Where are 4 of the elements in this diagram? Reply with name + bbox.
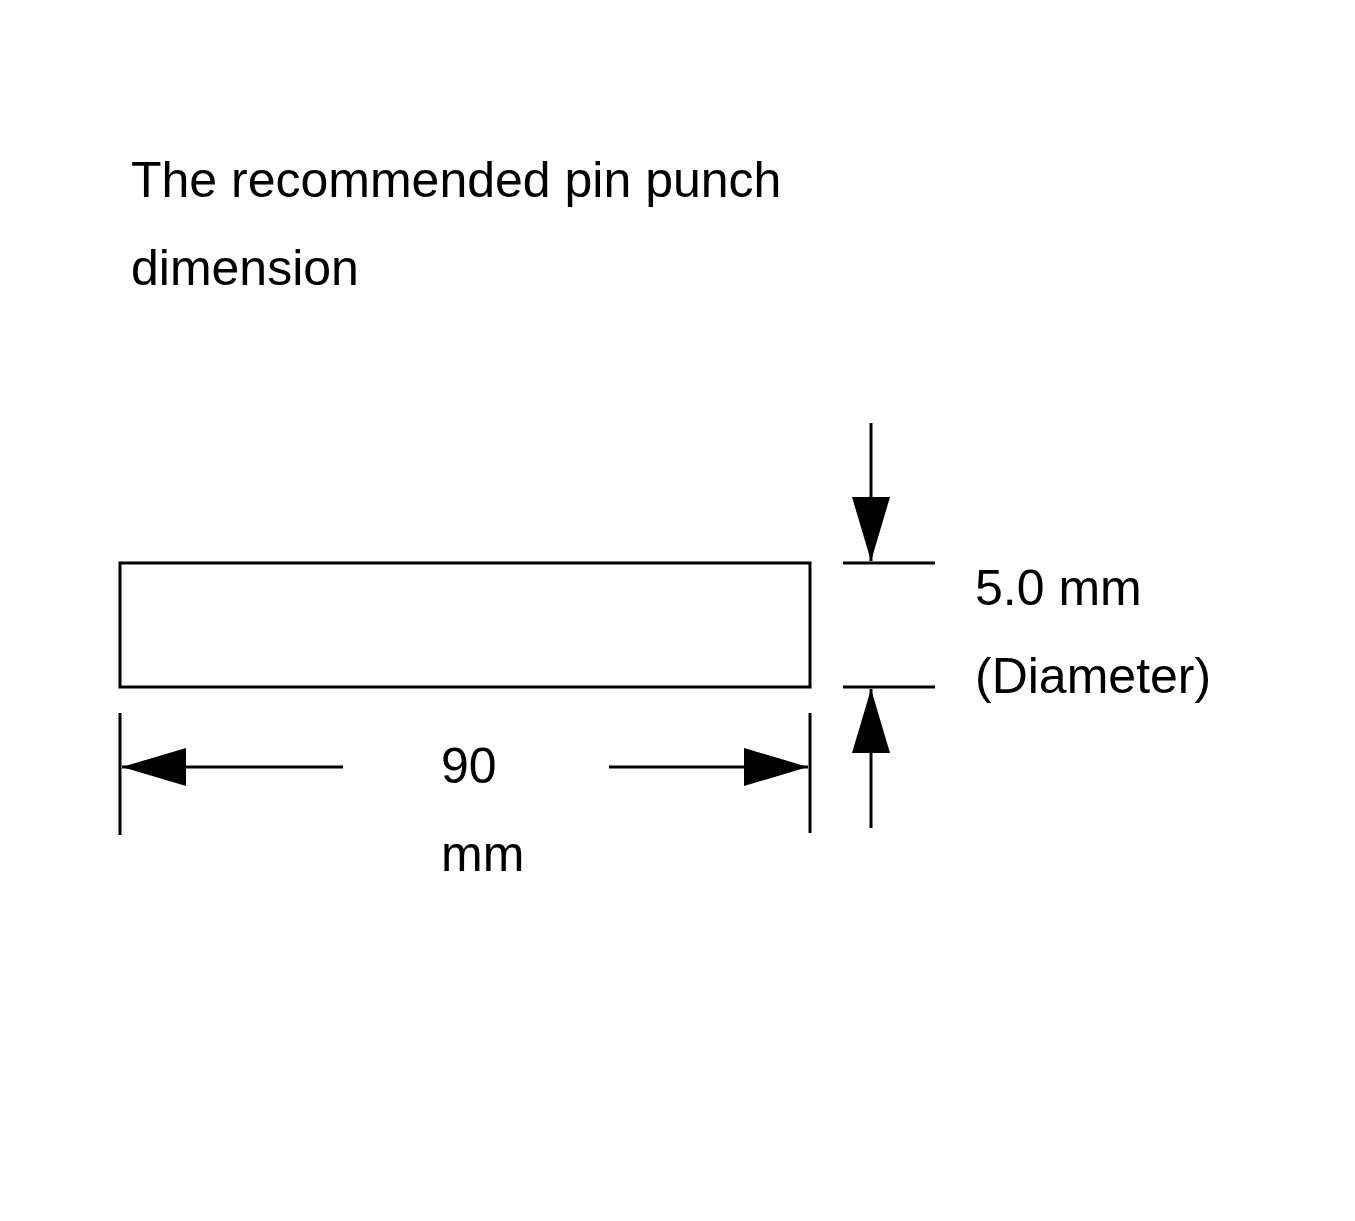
title: The recommended pin punch dimension — [131, 151, 783, 298]
dimension-label: 90 mm — [441, 737, 526, 884]
dimension-label: 5.0 mm (Diameter) — [975, 559, 1213, 706]
pin-punch-drawing — [118, 561, 812, 689]
